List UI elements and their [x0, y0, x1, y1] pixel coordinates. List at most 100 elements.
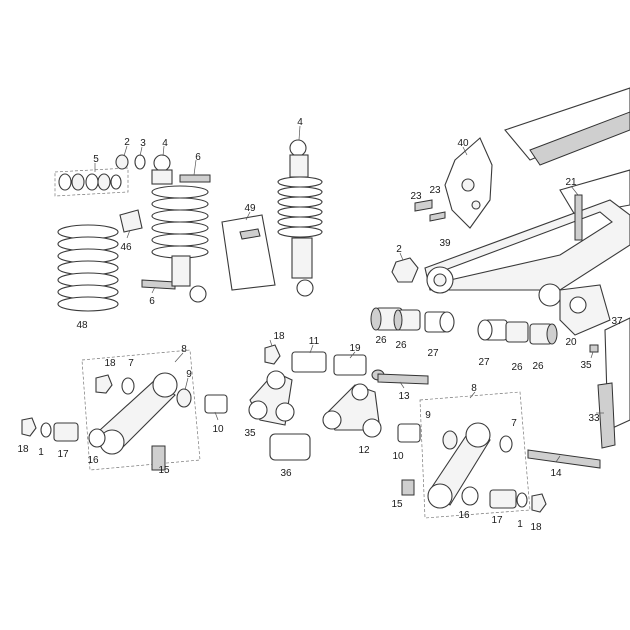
callout-40: 40	[457, 138, 469, 149]
callout-39: 39	[439, 238, 451, 249]
callout-6b: 6	[149, 296, 155, 307]
callout-18a: 18	[104, 358, 116, 369]
bolt-14	[527, 449, 601, 469]
callout-1a: 1	[38, 447, 44, 458]
tensioner-33	[597, 382, 616, 449]
callout-labels: 2 3 4 6 5 4 46 6 48 49 40 23 23 21 2 39 …	[17, 117, 623, 533]
callout-26b: 26	[395, 340, 407, 351]
leader-lines	[94, 125, 604, 463]
bushing-10b	[397, 423, 421, 443]
callout-20: 20	[565, 337, 577, 348]
callout-26c: 26	[511, 362, 523, 373]
callout-12: 12	[358, 445, 370, 456]
chain-guard-40	[444, 137, 493, 229]
bushing-16b	[461, 486, 479, 506]
callout-5: 5	[93, 154, 99, 165]
bolt-13	[377, 373, 429, 385]
callout-8a: 8	[181, 344, 187, 355]
bolt-6b	[141, 279, 176, 290]
callout-7b: 7	[511, 418, 517, 429]
callout-16b: 16	[458, 510, 470, 521]
bearing-set-left	[370, 307, 455, 333]
shock-absorber-4a	[151, 154, 209, 303]
callout-14: 14	[550, 468, 562, 479]
callout-4b: 4	[297, 117, 303, 128]
linkage-box-8b	[419, 391, 531, 519]
callout-4a: 4	[162, 138, 168, 149]
callout-6a: 6	[195, 152, 201, 163]
callout-9b: 9	[425, 410, 431, 421]
spacer-11	[291, 351, 327, 373]
screw-23b	[429, 211, 446, 222]
nut-18c	[21, 417, 37, 437]
washer-3	[134, 154, 146, 170]
linkage-rod-8b	[427, 422, 491, 509]
washer-1a	[40, 422, 52, 438]
bolt-15b	[401, 479, 415, 496]
bushing-46	[119, 209, 143, 233]
pad-slot	[239, 228, 261, 240]
callout-26a: 26	[375, 335, 387, 346]
callout-13: 13	[398, 391, 410, 402]
callout-37: 37	[611, 316, 623, 327]
bushing-16a	[88, 428, 106, 448]
screw-21	[574, 194, 583, 241]
callout-18d: 18	[530, 522, 542, 533]
nut-2b	[391, 257, 419, 283]
callout-18c: 18	[17, 444, 29, 455]
callout-2a: 2	[124, 137, 130, 148]
callout-8b: 8	[471, 383, 477, 394]
bolt-35a	[589, 344, 599, 353]
rocker-35b	[248, 370, 295, 426]
callout-9a: 9	[186, 369, 192, 380]
linkage-rod-8a	[99, 372, 178, 455]
washer-7a	[121, 377, 135, 395]
washer-7b	[499, 435, 513, 453]
callout-18b: 18	[273, 331, 285, 342]
callout-23b: 23	[429, 185, 441, 196]
callout-49: 49	[244, 203, 256, 214]
spring-adjuster-kit-5	[54, 167, 129, 197]
nut-18b	[264, 344, 281, 365]
spacer-36	[269, 433, 311, 461]
callout-19: 19	[349, 343, 361, 354]
callout-15a: 15	[158, 465, 170, 476]
callout-23a: 23	[410, 191, 422, 202]
nut-2a	[115, 154, 129, 170]
callout-27a: 27	[427, 348, 439, 359]
callout-48: 48	[76, 320, 88, 331]
callout-26d: 26	[532, 361, 544, 372]
bearing-set-right	[477, 319, 558, 345]
callout-35a: 35	[580, 360, 592, 371]
screw-23	[414, 199, 433, 212]
spacer-17a	[53, 422, 79, 442]
callout-2b: 2	[396, 244, 402, 255]
callout-10b: 10	[392, 451, 404, 462]
callout-17a: 17	[57, 449, 69, 460]
frame-section	[504, 87, 630, 216]
nut-18a	[95, 374, 113, 394]
bushing-9b	[442, 430, 458, 450]
swingarm	[424, 199, 630, 336]
callout-15b: 15	[391, 499, 403, 510]
callout-3: 3	[140, 138, 146, 149]
shock-absorber-4b	[277, 139, 323, 297]
callout-21: 21	[565, 177, 577, 188]
bolt-15a	[151, 445, 166, 471]
linkage-box-8a	[81, 349, 201, 471]
callout-11: 11	[309, 336, 320, 347]
callout-10a: 10	[212, 424, 224, 435]
nut-18d	[531, 493, 547, 513]
spacer-19	[333, 354, 367, 376]
callout-17b: 17	[491, 515, 503, 526]
callout-7a: 7	[128, 358, 134, 369]
rocker-12	[322, 383, 382, 438]
callout-33: 33	[588, 413, 600, 424]
callout-46: 46	[120, 242, 132, 253]
callout-36: 36	[280, 468, 292, 479]
bushing-9a	[176, 388, 192, 408]
bushing-10a	[204, 394, 228, 414]
callout-16a: 16	[87, 455, 99, 466]
bolt-6a	[179, 174, 211, 183]
